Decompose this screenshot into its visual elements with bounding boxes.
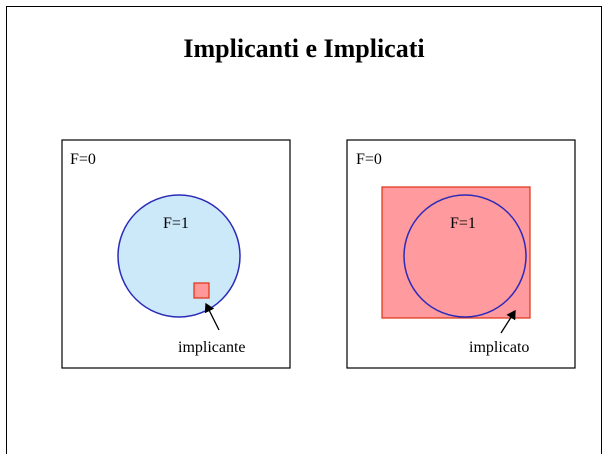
- right-outer-label: F=0: [356, 151, 382, 168]
- left-panel: F=0 F=1 implicante: [61, 139, 291, 369]
- implicate-annotation: implicato: [469, 339, 529, 356]
- left-outer-label: F=0: [70, 151, 96, 168]
- right-panel: F=0 F=1 implicato: [346, 139, 576, 369]
- right-true-region-circle: [403, 194, 527, 318]
- implicate-rectangle: [381, 186, 531, 319]
- left-inner-label: F=1: [163, 215, 189, 232]
- page-title: Implicanti e Implicati: [183, 34, 425, 63]
- implicant-arrow: [204, 302, 220, 331]
- implicant-annotation: implicante: [178, 339, 246, 356]
- right-inner-label: F=1: [450, 215, 476, 232]
- implicate-arrow: [500, 309, 516, 334]
- left-true-region-circle: [117, 194, 241, 318]
- slide-frame: [6, 6, 602, 454]
- implicant-square: [193, 282, 210, 299]
